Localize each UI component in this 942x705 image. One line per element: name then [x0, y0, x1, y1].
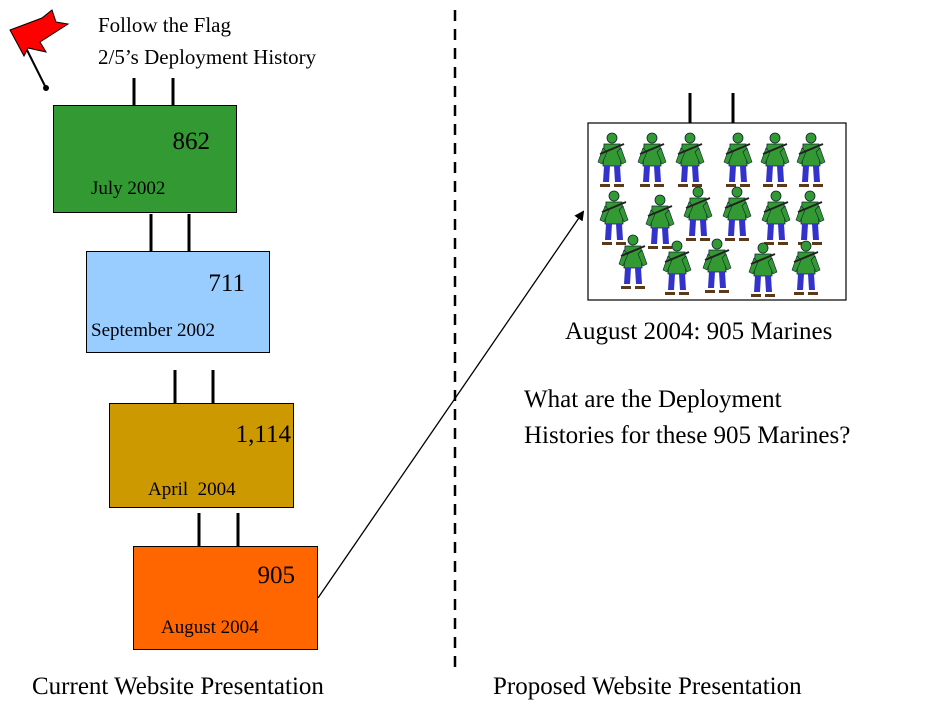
marine-figure — [722, 186, 752, 241]
marine-figure — [597, 132, 627, 187]
marine-figure — [796, 132, 826, 187]
link-arrow — [317, 210, 585, 599]
marine-figure — [760, 132, 790, 187]
marine-figure — [791, 240, 821, 295]
marine-figure — [599, 190, 629, 245]
marine-figure — [645, 194, 675, 249]
timeline-date: September 2002 — [91, 320, 216, 341]
timeline-count: 905 — [257, 562, 296, 589]
timeline-date: July 2002 — [91, 178, 166, 199]
marine-figure — [618, 234, 648, 289]
timeline-connectors — [132, 78, 735, 547]
timeline-box-1: 862 July 2002 — [53, 105, 237, 213]
flag-title: Follow the Flag — [98, 13, 232, 37]
timeline-count: 711 — [208, 270, 245, 297]
red-flag-icon — [9, 9, 70, 91]
right-caption: Proposed Website Presentation — [493, 673, 802, 700]
marine-figure — [675, 132, 705, 187]
marine-figure — [795, 190, 825, 245]
timeline-box-4: 905 August 2004 — [133, 546, 318, 650]
flag-subtitle: 2/5’s Deployment History — [98, 45, 317, 69]
marine-figure — [748, 242, 778, 297]
question-line-2: Histories for these 905 Marines? — [524, 422, 851, 449]
marine-figure — [723, 132, 753, 187]
timeline-date: August 2004 — [161, 617, 259, 638]
picture-caption: August 2004: 905 Marines — [565, 318, 833, 345]
marine-figure — [662, 240, 692, 295]
timeline-box-2: 711 September 2002 — [86, 251, 270, 353]
marine-figure — [761, 190, 791, 245]
left-caption: Current Website Presentation — [32, 673, 324, 700]
marine-figure — [637, 132, 667, 187]
question-line-1: What are the Deployment — [524, 386, 782, 413]
timeline-count: 862 — [172, 128, 211, 155]
marine-figure — [702, 238, 732, 293]
timeline-count: 1,114 — [235, 421, 291, 448]
timeline-box-3: 1,114 April 2004 — [109, 403, 294, 508]
marine-figure — [683, 186, 713, 241]
timeline-date: April 2004 — [148, 479, 236, 500]
marines-group — [597, 132, 826, 297]
